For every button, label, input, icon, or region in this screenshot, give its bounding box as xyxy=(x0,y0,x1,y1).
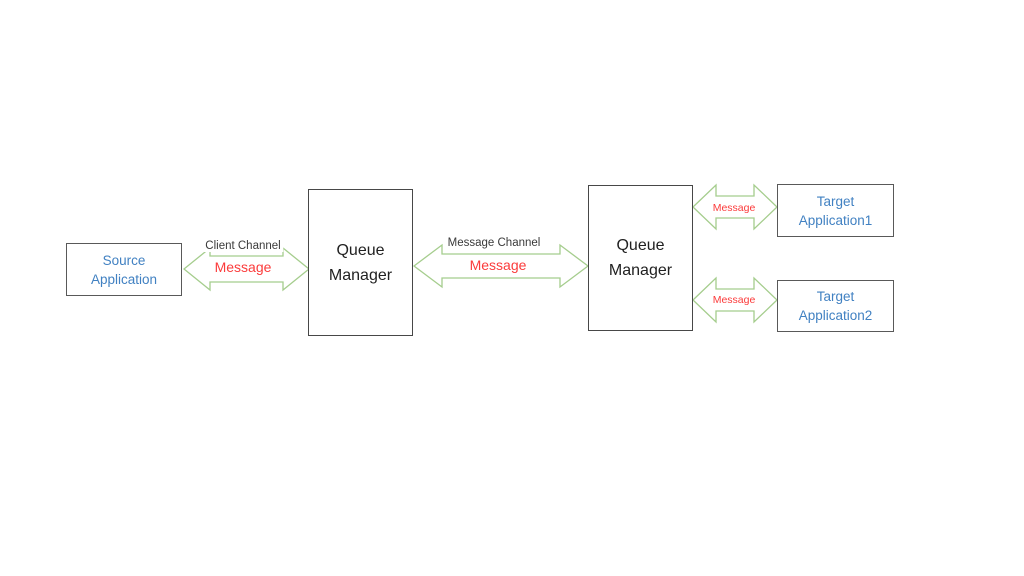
node-source-application: Source Application xyxy=(66,243,182,296)
message-channel-message-label: Message xyxy=(467,257,529,273)
node-target-application2: Target Application2 xyxy=(777,280,894,332)
node-label-line: Queue xyxy=(336,241,385,259)
node-label-line: Source xyxy=(102,252,146,268)
node-queue-manager-1: Queue Manager xyxy=(308,189,413,336)
qm2-target1-message-label: Message xyxy=(711,202,757,214)
message-channel-label: Message Channel xyxy=(444,237,544,249)
client-channel-message-label: Message xyxy=(212,259,274,275)
node-label-line: Queue xyxy=(616,237,665,254)
client-channel-label: Client Channel xyxy=(202,240,284,252)
node-queue-manager-2: Queue Manager xyxy=(588,185,693,331)
node-label-line: Application1 xyxy=(798,212,873,228)
node-label-line: Manager xyxy=(608,262,673,279)
qm2-target2-message-label: Message xyxy=(711,294,757,306)
node-label-line: Application2 xyxy=(798,308,873,323)
node-label-line: Target xyxy=(816,193,855,209)
node-label-line: Application xyxy=(90,271,158,287)
node-label-line: Target xyxy=(816,289,855,304)
node-label-line: Manager xyxy=(328,266,393,284)
node-target-application1: Target Application1 xyxy=(777,184,894,237)
